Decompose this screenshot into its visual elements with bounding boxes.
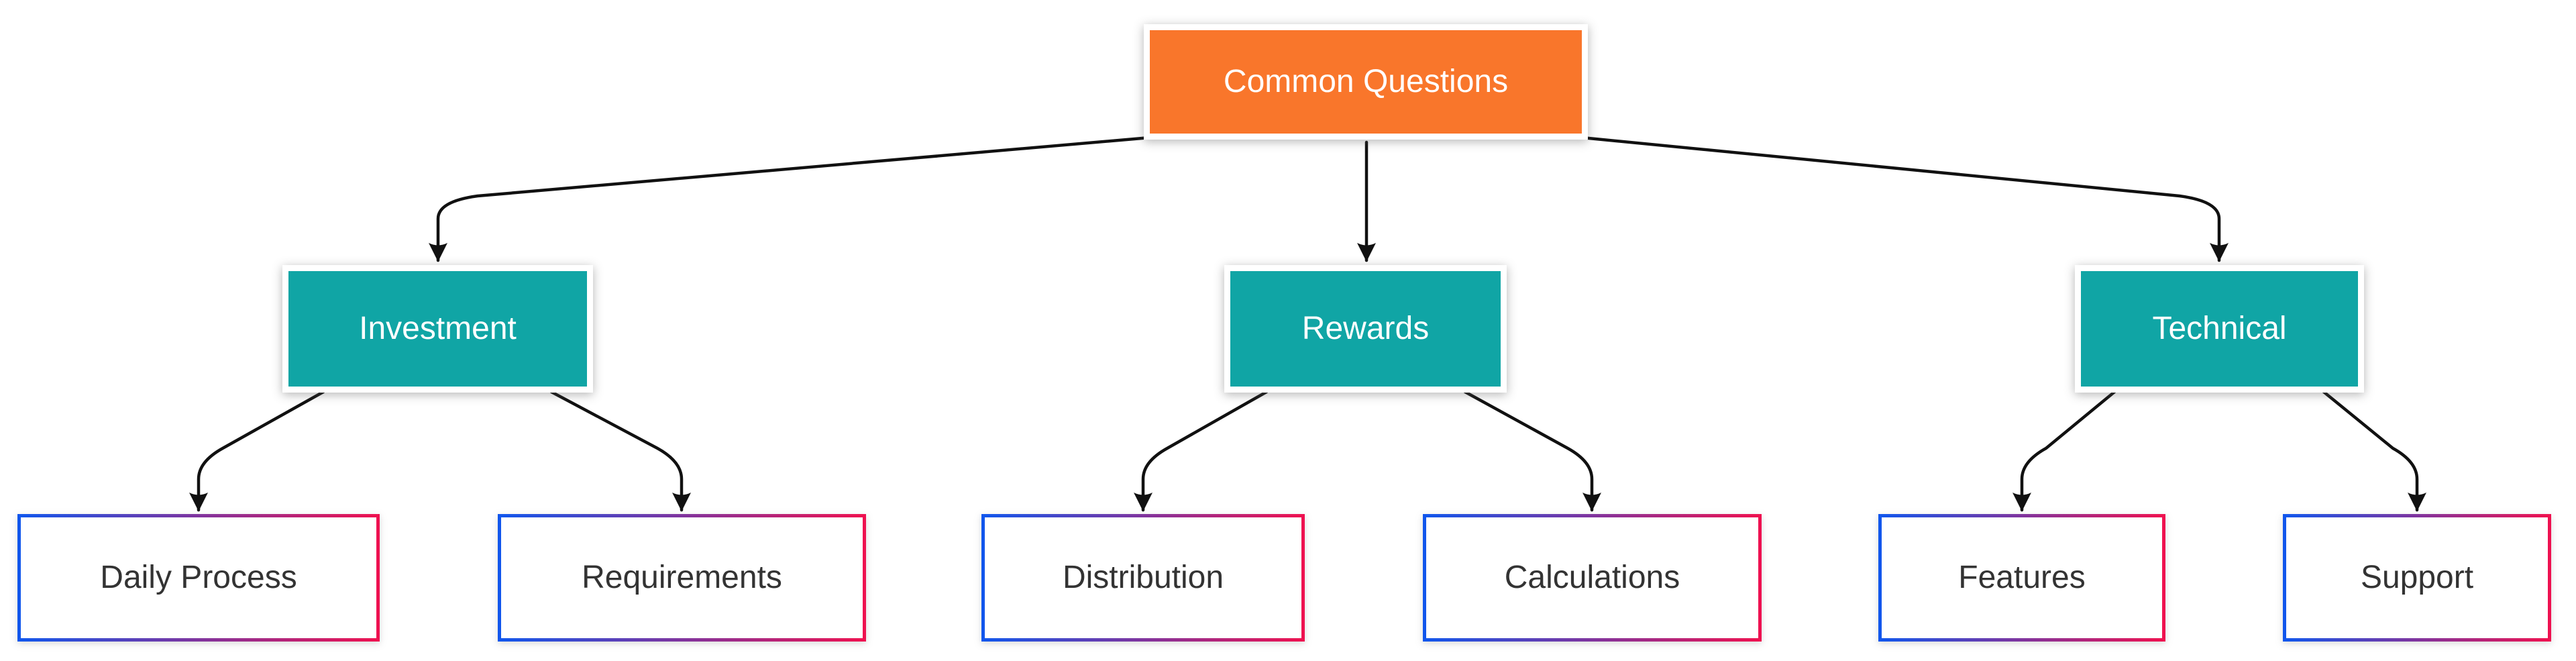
- edge-investment-daily-process: [189, 390, 325, 512]
- node-support-label: Support: [2360, 560, 2474, 596]
- edge-rewards-calculations: [1463, 390, 1601, 512]
- node-daily-process: Daily Process: [17, 514, 380, 642]
- node-technical: Technical: [2075, 265, 2364, 393]
- node-requirements: Requirements: [498, 514, 866, 642]
- edge-investment-requirements: [549, 390, 691, 512]
- node-technical-label: Technical: [2152, 311, 2287, 347]
- node-daily-process-label: Daily Process: [100, 560, 297, 596]
- node-features-label: Features: [1958, 560, 2086, 596]
- node-features: Features: [1878, 514, 2165, 642]
- node-calculations-label: Calculations: [1504, 560, 1680, 596]
- node-distribution-label: Distribution: [1062, 560, 1224, 596]
- node-investment-label: Investment: [359, 311, 517, 347]
- node-support: Support: [2283, 514, 2551, 642]
- node-calculations: Calculations: [1423, 514, 1762, 642]
- node-rewards-label: Rewards: [1301, 311, 1430, 347]
- node-common-questions: Common Questions: [1144, 24, 1588, 140]
- edge-root-technical: [1580, 136, 2229, 262]
- node-requirements-label: Requirements: [582, 560, 782, 596]
- node-distribution: Distribution: [981, 514, 1305, 642]
- edge-root-investment: [429, 136, 1152, 262]
- node-investment: Investment: [282, 265, 593, 393]
- node-rewards: Rewards: [1224, 265, 1507, 393]
- edge-rewards-distribution: [1134, 390, 1269, 512]
- node-common-questions-label: Common Questions: [1223, 64, 1509, 100]
- edge-technical-support: [2322, 390, 2426, 512]
- edge-technical-features: [2012, 390, 2116, 512]
